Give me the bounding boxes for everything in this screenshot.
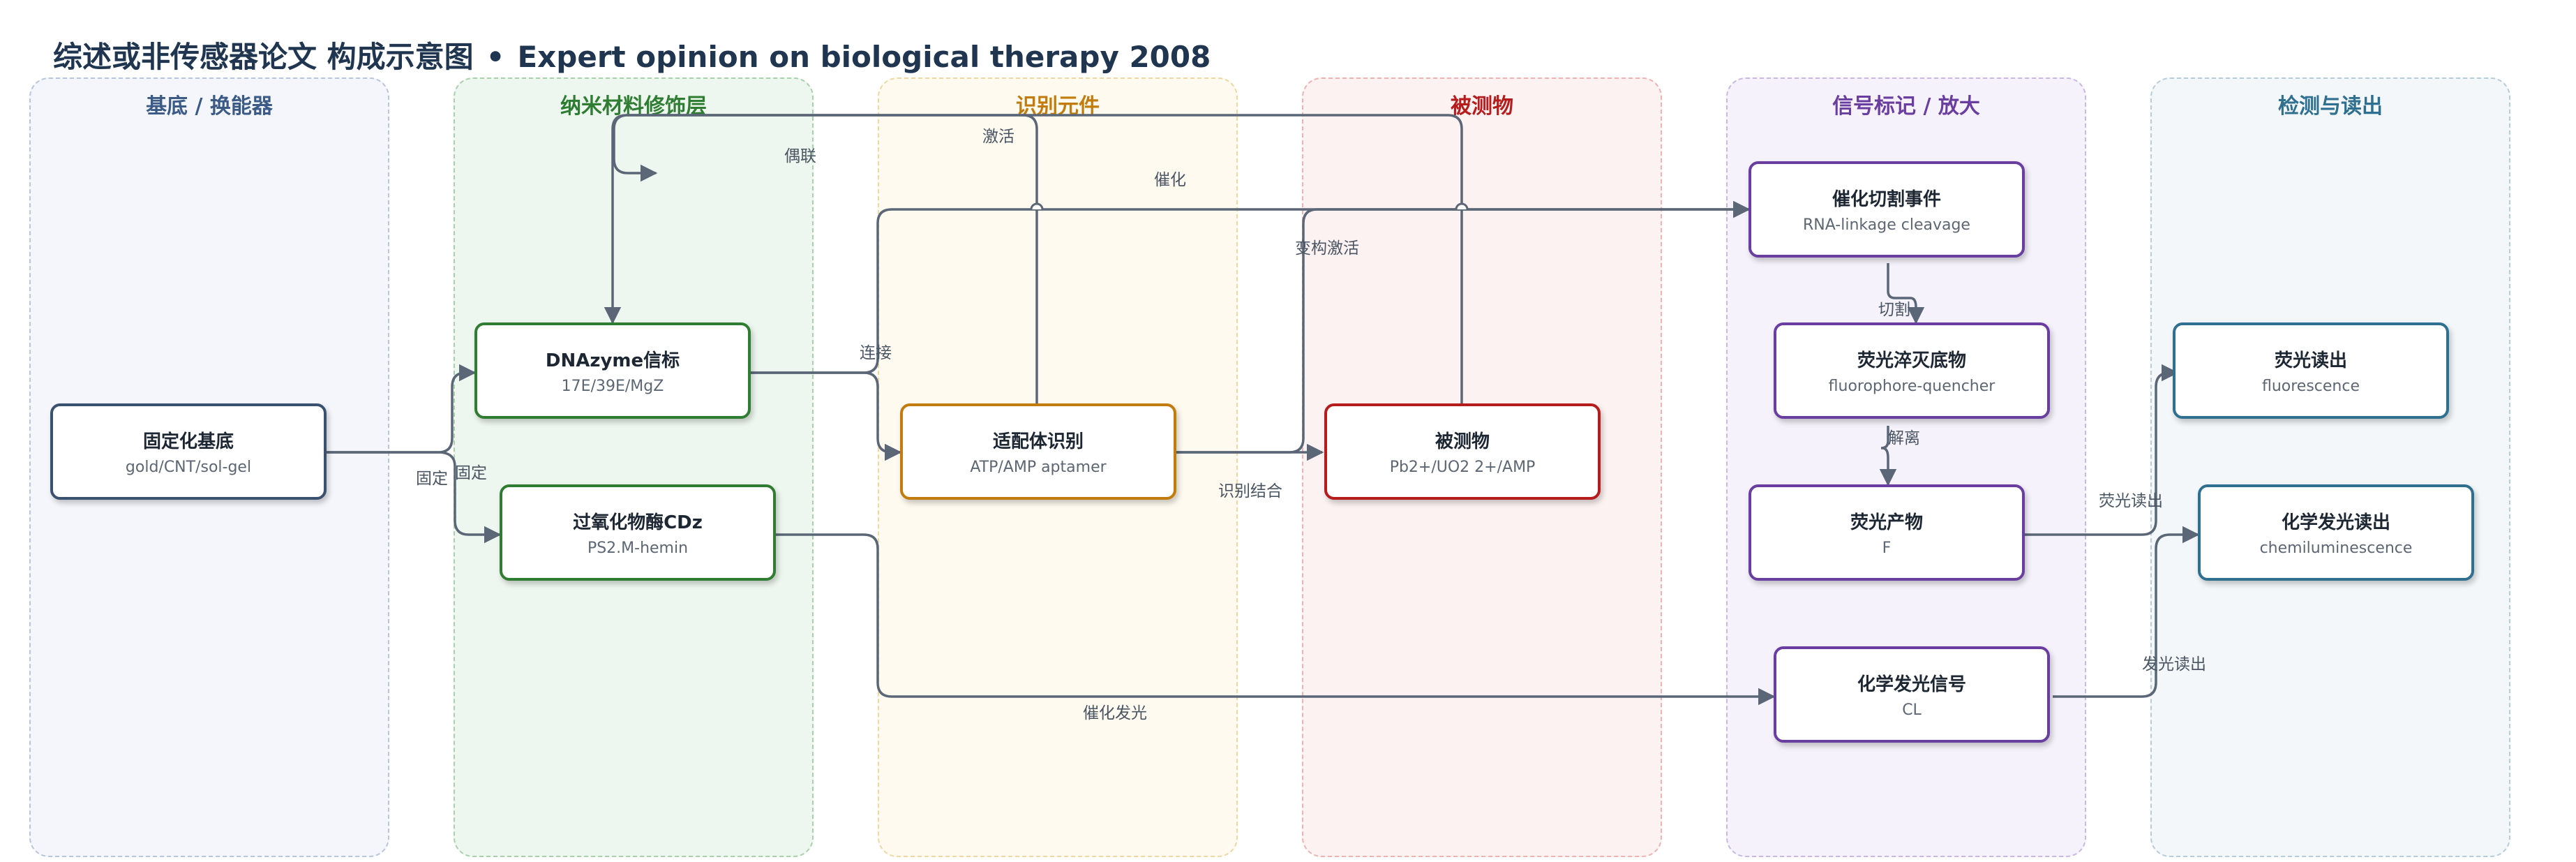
node-title: 荧光产物 [1850,512,1923,533]
edge-label-bind: 识别结合 [1218,482,1282,500]
node-subtitle: fluorescence [2261,378,2360,395]
edge-label-catalytic-luminescence: 催化发光 [1083,704,1147,722]
node-chemiluminescence-signal: 化学发光信号 CL [1774,646,2050,743]
edge-cdz-to-cl-catalyze-lum [776,533,1776,706]
page-title: 综述或非传感器论文 构成示意图 • Expert opinion on biolog… [53,34,1211,76]
edge-label-dissociate: 解离 [1888,429,1920,447]
node-aptamer-recognition: 适配体识别 ATP/AMP aptamer [900,403,1176,500]
edge-label-fix: 固定 [416,470,448,488]
edge-dnazyme-to-cleave-catalyze [751,200,1751,374]
node-subtitle: F [1882,540,1892,557]
lane-detection: 检测与读出 [2150,77,2510,857]
lane-title: 信号标记 / 放大 [1832,94,1980,119]
node-peroxidase-cdz: 过氧化物酶CDz PS2.M-hemin [500,484,776,581]
node-fluorescent-product: 荧光产物 F [1748,484,2025,581]
node-subtitle: chemiluminescence [2259,540,2413,557]
edge-label-activate: 激活 [982,128,1014,146]
edge-label-link: 连接 [860,344,892,362]
lane-title: 检测与读出 [2278,94,2383,119]
node-subtitle: CL [1902,701,1922,719]
node-title: DNAzyme信标 [545,350,680,371]
edge-label-fluorescence-out: 荧光读出 [2099,492,2163,510]
lane-nanomaterial: 纳米材料修饰层 [454,77,814,857]
edge-crossing-hop [1455,202,1469,210]
node-title: 被测物 [1435,431,1490,452]
edge-dnazyme-to-aptamer-link [751,371,902,461]
node-fluorophore-quencher: 荧光淬灭底物 fluorophore-quencher [1774,322,2050,419]
node-subtitle: ATP/AMP aptamer [970,459,1107,476]
node-title: 化学发光信号 [1857,674,1966,695]
lane-title: 基底 / 换能器 [146,94,273,119]
edge-cleave-to-fq-cut [1887,263,1925,325]
node-analyte: 被测物 Pb2+/UO2 2+/AMP [1324,403,1601,500]
edge-substrate-to-cdz [327,451,502,544]
edge-substrate-to-dnazyme [327,364,477,454]
node-subtitle: gold/CNT/sol-gel [125,459,252,476]
edge-label-cut: 切割 [1878,301,1910,319]
edge-fq-to-fprod-dissociate [1879,426,1897,486]
node-fluorescence-readout: 荧光读出 fluorescence [2173,322,2449,419]
lane-title: 被测物 [1451,94,1513,119]
node-subtitle: 17E/39E/MgZ [561,378,664,395]
node-subtitle: Pb2+/UO2 2+/AMP [1389,459,1536,476]
edge-label-luminescence-out: 发光读出 [2142,655,2206,674]
edge-label-catalyze: 催化 [1154,171,1186,189]
node-title: 荧光读出 [2274,350,2347,371]
edge-label-fix: 固定 [455,464,487,482]
node-title: 催化切割事件 [1832,189,1941,210]
node-title: 过氧化物酶CDz [573,512,703,533]
node-title: 荧光淬灭底物 [1857,350,1966,371]
edge-label-allosteric: 变构激活 [1295,239,1359,258]
title-en: Expert opinion on biological therapy 200… [517,40,1211,74]
node-dnazyme-beacon: DNAzyme信标 17E/39E/MgZ [474,322,751,419]
node-title: 化学发光读出 [2281,512,2390,533]
node-title: 固定化基底 [142,431,234,452]
node-catalytic-cleavage: 催化切割事件 RNA-linkage cleavage [1748,161,2025,258]
edge-label-couple: 偶联 [784,147,816,165]
node-subtitle: PS2.M-hemin [587,540,689,557]
node-subtitle: RNA-linkage cleavage [1803,216,1970,234]
node-chemiluminescence-readout: 化学发光读出 chemiluminescence [2198,484,2474,581]
edge-cl-to-chemi-read [2053,526,2200,698]
node-subtitle: fluorophore-quencher [1828,378,1995,395]
edge-crossing-hop [1030,202,1044,210]
title-separator: • [486,40,505,74]
title-cn: 综述或非传感器论文 构成示意图 [53,40,474,74]
edge-fprod-to-fluor-read [2025,364,2179,536]
node-immobilized-substrate: 固定化基底 gold/CNT/sol-gel [50,403,327,500]
edge-aptamer-to-dnazyme-activate [604,114,1038,403]
node-title: 适配体识别 [992,431,1084,452]
